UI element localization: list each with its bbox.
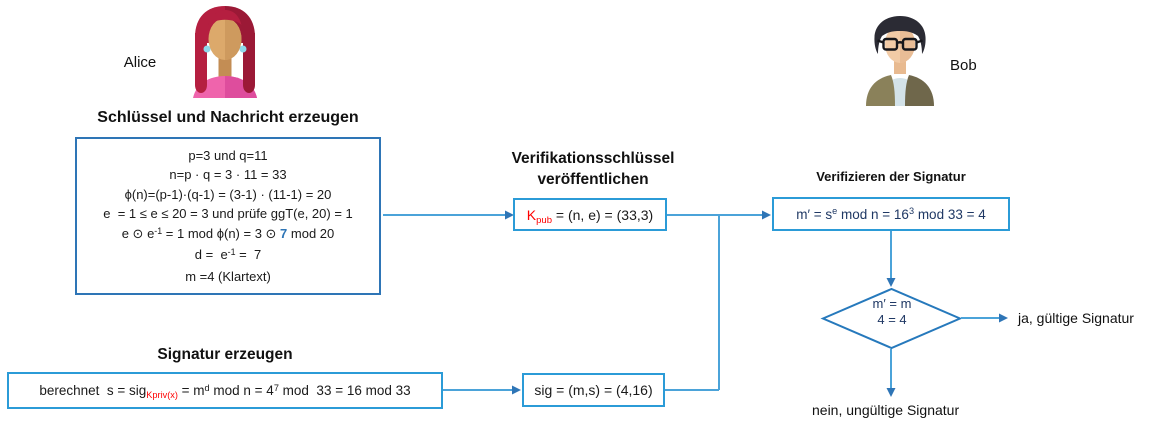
publish-key-title-line2: veröffentlichen bbox=[537, 171, 649, 188]
sig-value: sig = (m,s) = (4,16) bbox=[534, 382, 653, 398]
key-gen-line: ϕ(n)=(p-1)·(q-1) = (3-1) · (11-1) = 20 bbox=[124, 186, 332, 202]
arrowhead-yes bbox=[999, 313, 1008, 323]
bob-avatar-graphic bbox=[866, 16, 934, 106]
alice-hair-fall-right bbox=[243, 33, 255, 93]
arrowhead-diamond bbox=[886, 278, 896, 287]
key-generation-title: Schlüssel und Nachricht erzeugen bbox=[97, 109, 359, 126]
arrowhead-sig bbox=[512, 385, 521, 395]
alice-earring-left bbox=[203, 45, 211, 53]
publish-key-title-line1: Verifikationsschlüssel bbox=[511, 150, 675, 167]
key-gen-line: n=p · q = 3 · 11 = 33 bbox=[169, 167, 287, 183]
verify-value: m′ = se mod n = 163 mod 33 = 4 bbox=[796, 206, 986, 222]
decision-line1: m′ = m bbox=[872, 296, 912, 311]
key-gen-line: m =4 (Klartext) bbox=[185, 268, 271, 284]
key-gen-line: p=3 und q=11 bbox=[188, 147, 268, 163]
decision-no-label: nein, ungültige Signatur bbox=[812, 402, 960, 418]
bob-jacket-right bbox=[905, 75, 934, 106]
bob-jacket-left bbox=[866, 75, 895, 106]
bob-hair bbox=[874, 16, 926, 54]
decision-line2: 4 = 4 bbox=[877, 312, 907, 327]
alice-hair-fringe bbox=[208, 10, 242, 25]
alice-label: Alice bbox=[123, 54, 157, 71]
decision-text: m′ = m 4 = 4 bbox=[845, 296, 939, 328]
alice-avatar-graphic bbox=[193, 6, 257, 98]
public-key-box: Kpub = (n, e) = (33,3) bbox=[513, 198, 667, 231]
bob-glasses bbox=[877, 37, 923, 51]
key-generation-box: p=3 und q=11 n=p · q = 3 · 11 = 33 ϕ(n)=… bbox=[75, 137, 381, 295]
alice-earring-right bbox=[239, 45, 247, 53]
verify-box: m′ = se mod n = 163 mod 33 = 4 bbox=[772, 197, 1010, 231]
sig-value-box: sig = (m,s) = (4,16) bbox=[522, 373, 665, 407]
bob-face-shade bbox=[900, 25, 915, 63]
signature-box: berechnet s = sigKpriv(x) = md mod n = 4… bbox=[7, 372, 443, 409]
alice-neck bbox=[218, 55, 232, 81]
bob-avatar bbox=[858, 14, 942, 106]
verify-title: Verifizieren der Signatur bbox=[816, 169, 966, 184]
signature-value: berechnet s = sigKpriv(x) = md mod n = 4… bbox=[39, 382, 411, 400]
public-key-value: Kpub = (n, e) = (33,3) bbox=[526, 206, 654, 226]
arrowhead-verify bbox=[762, 210, 771, 220]
decision-yes-label: ja, gültige Signatur bbox=[1018, 310, 1134, 326]
publish-key-title: Verifikationsschlüssel veröffentlichen bbox=[468, 148, 718, 190]
signature-title: Signatur erzeugen bbox=[157, 346, 293, 363]
alice-face-shade bbox=[225, 18, 242, 60]
arrowhead-no bbox=[886, 388, 896, 397]
alice-hair-fall-left bbox=[195, 33, 207, 93]
key-gen-line: d = e-1 = 7 bbox=[194, 247, 262, 263]
key-gen-line: e = 1 ≤ e ≤ 20 = 3 und prüfe ggT(e, 20) … bbox=[103, 206, 353, 222]
key-gen-line: e ⊙ e-1 = 1 mod ϕ(n) = 3 ⊙ 7 mod 20 bbox=[121, 225, 335, 241]
bob-label: Bob bbox=[950, 57, 977, 74]
alice-avatar bbox=[183, 3, 267, 98]
